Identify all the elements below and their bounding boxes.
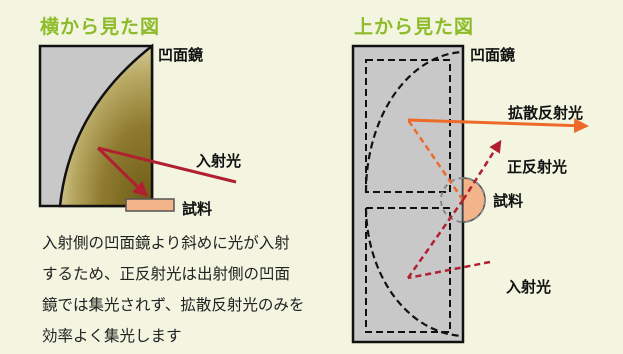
top-specular-label: 正反射光 [507,158,568,176]
top-incident-ray-in [407,260,491,280]
top-diffuse-label: 拡散反射光 [508,104,584,122]
top-incident-label: 入射光 [506,278,552,296]
top-diffuse-ray-1 [406,119,465,201]
side-reflected-ray [96,146,149,198]
side-incident-ray [97,146,237,184]
top-lower-dashed-arc [364,207,464,338]
top-sample-focus-circle [440,177,486,223]
side-mirror-label: 凹面鏡 [158,46,204,64]
top-incident-ray-to-sample [406,199,465,279]
top-upper-dashed-box [365,59,451,193]
top-mirror-block [351,44,465,344]
top-mirror-label: 凹面鏡 [470,46,516,64]
side-description: 入射側の凹面鏡より斜めに光が入射 するため、正反射光は出射側の凹面 鏡では集光さ… [42,228,342,352]
top-sample-label: 試料 [493,192,524,210]
description-line: するため、正反射光は出射側の凹面 [42,265,291,283]
description-line: 効率よく集光します [42,327,182,345]
top-upper-dashed-arc [364,50,464,193]
side-incident-label: 入射光 [196,152,242,170]
side-view-drawing [38,43,237,212]
top-specular-ray [461,139,502,201]
side-mirror-curved-surface [58,43,154,208]
top-view-drawing [351,44,589,344]
description-line: 入射側の凹面鏡より斜めに光が入射 [42,234,290,252]
side-sample [125,198,175,212]
top-diffuse-ray-out [407,118,589,134]
side-sample-label: 試料 [182,200,213,218]
top-view-title: 上から見た図 [354,16,475,38]
description-line: 鏡では集光されず、拡散反射光のみを [42,296,305,314]
top-sample [462,177,486,223]
side-view-title: 横から見た図 [40,16,161,38]
